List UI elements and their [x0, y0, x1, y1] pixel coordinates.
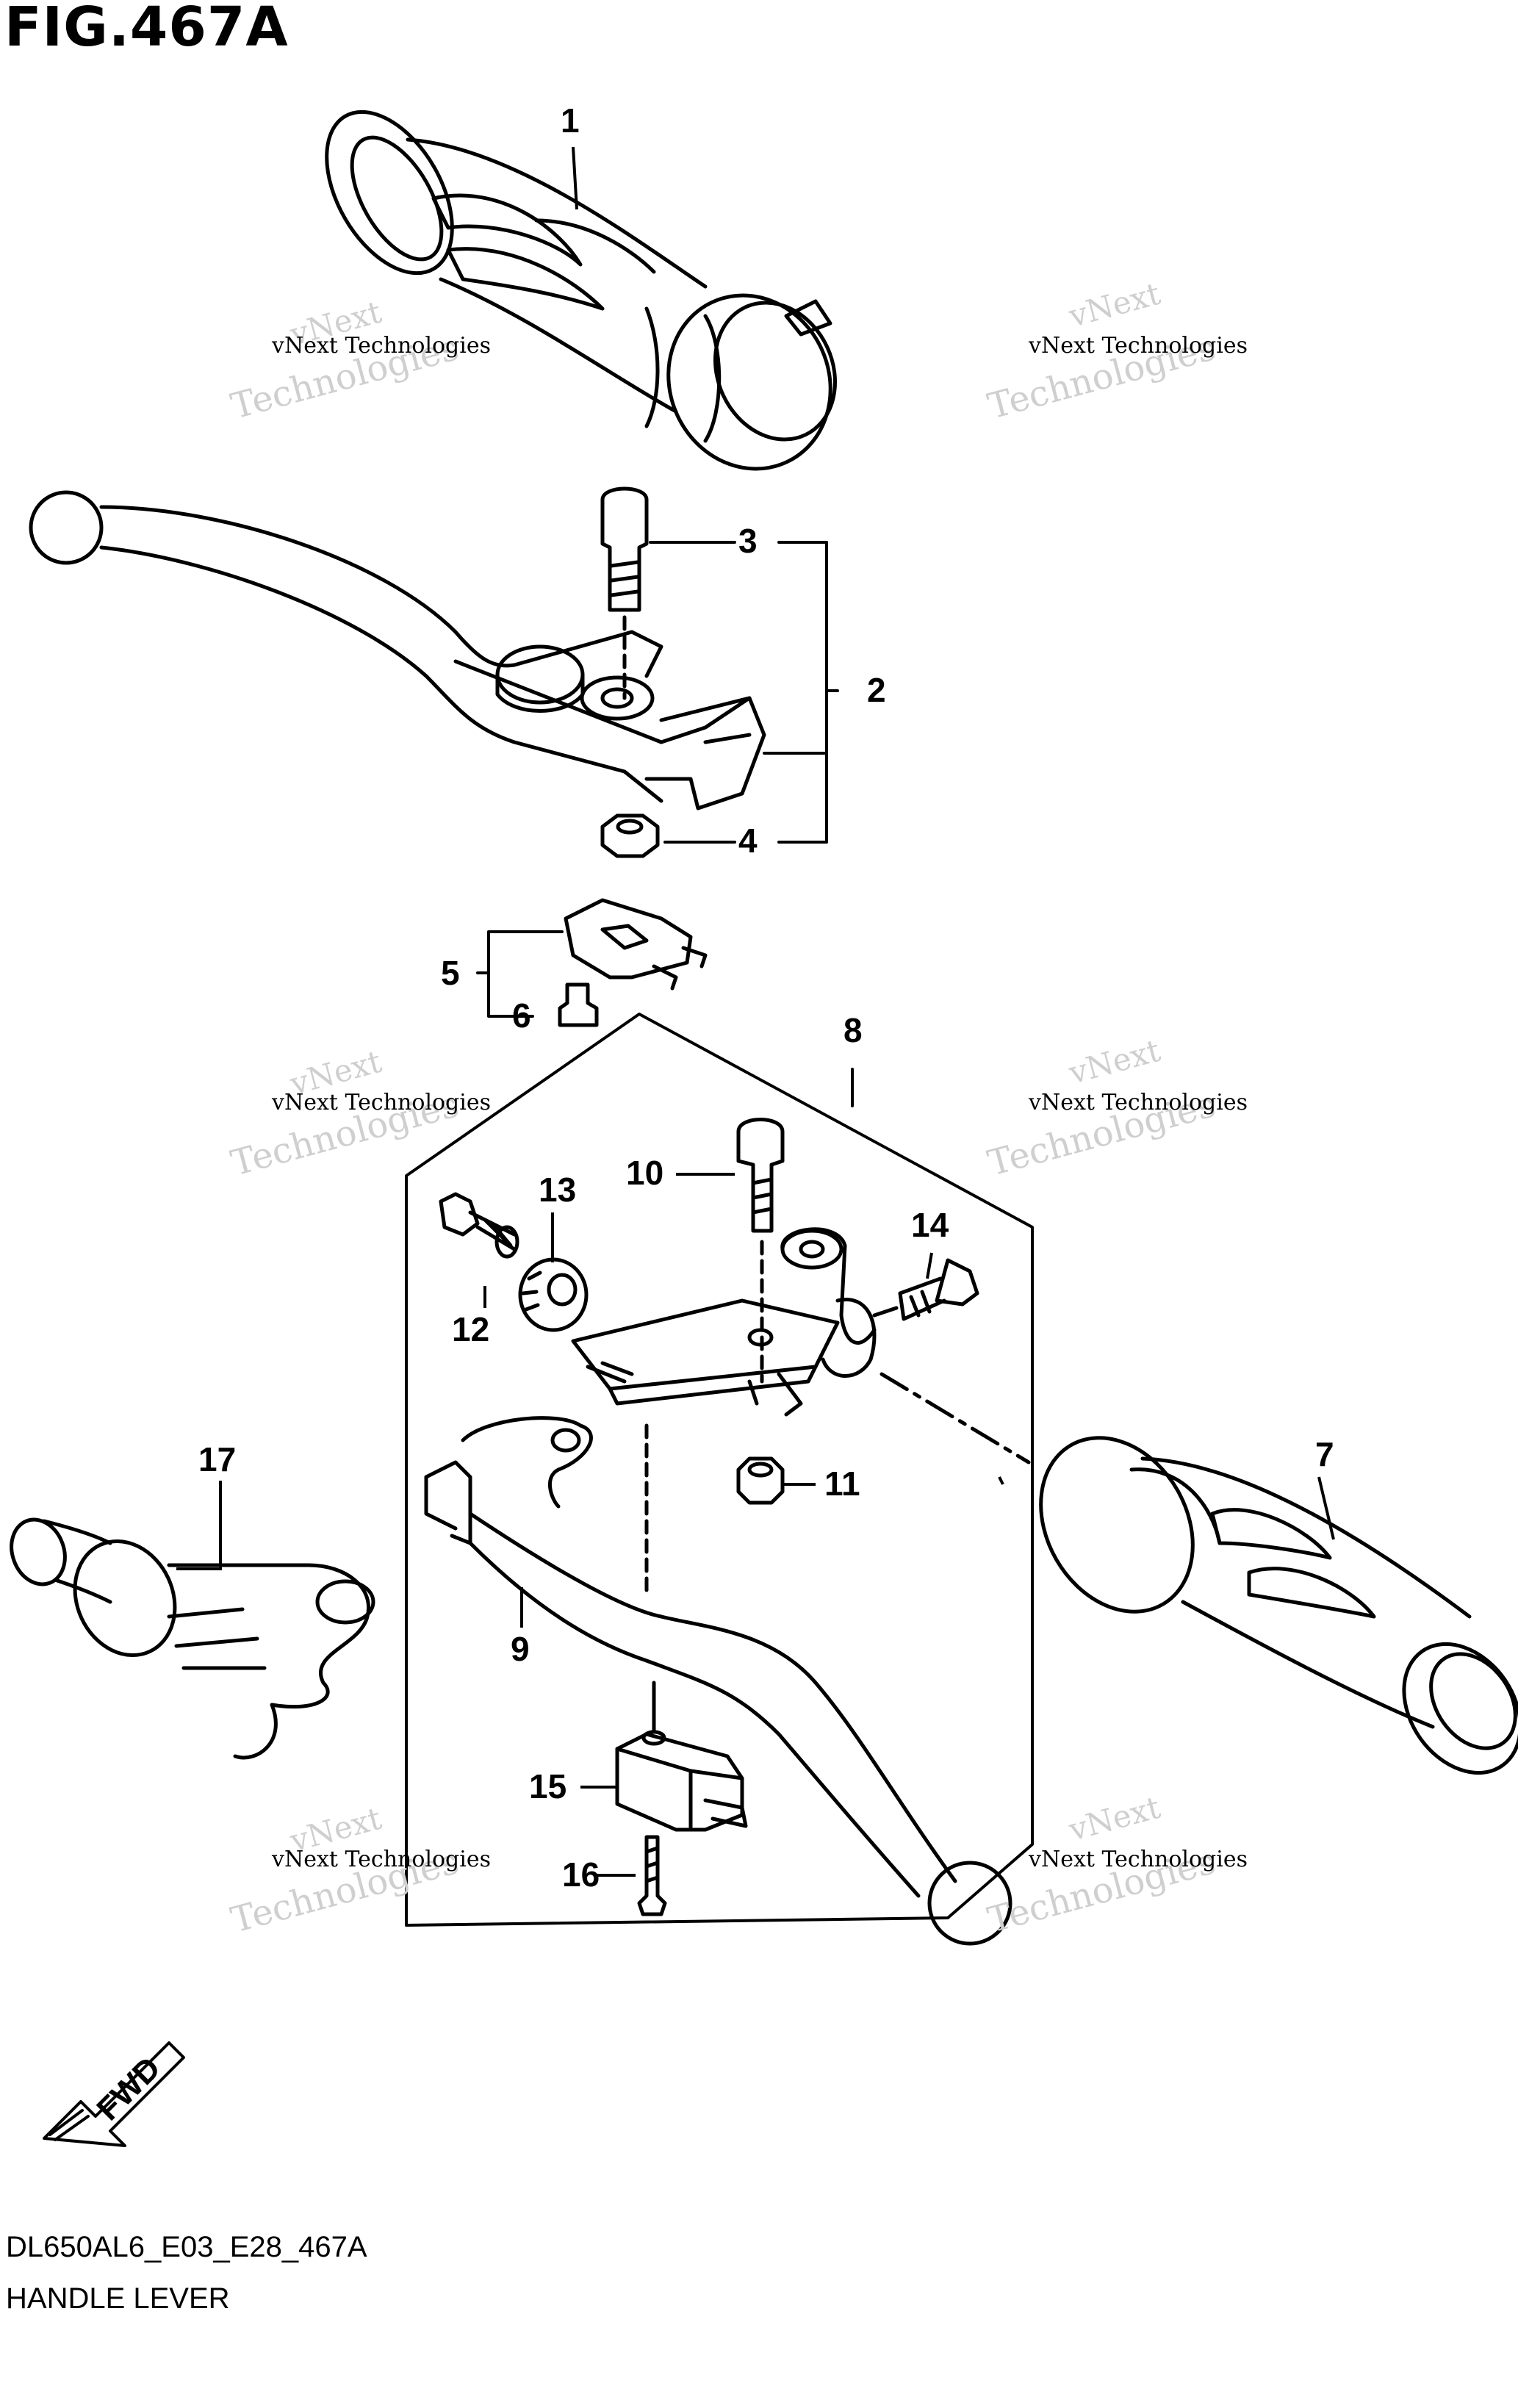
callout-9: 9 [511, 1630, 530, 1668]
clutch-perch [571, 1227, 877, 1417]
bolt-10 [736, 1118, 785, 1384]
watermark-text: vNext Technologies [271, 1847, 491, 1872]
washer-13 [518, 1257, 589, 1332]
watermark-text: vNext Technologies [1028, 1847, 1248, 1872]
watermark-4: vNext Technologies vNext Technologies [984, 1032, 1248, 1185]
fwd-arrow-icon [43, 2041, 185, 2147]
screw-16 [637, 1835, 667, 1916]
brake-lever-assembly [29, 490, 766, 811]
clutch-kit-outline-8 [405, 1013, 1034, 1927]
callout-4: 4 [738, 822, 758, 860]
callout-16: 16 [562, 1855, 600, 1894]
screw-6 [558, 982, 599, 1027]
watermark-6: vNext Technologies vNext Technologies [984, 1789, 1248, 1941]
watermark-text: vNext Technologies [1028, 1090, 1248, 1115]
watermark-5: vNext Technologies vNext Technologies [227, 1800, 491, 1941]
throttle-grip [325, 109, 838, 471]
callout-2: 2 [867, 671, 886, 709]
watermark-text: vNext Technologies [271, 333, 491, 359]
watermark-text: vNext [1065, 1032, 1164, 1091]
watermark-3: vNext Technologies vNext Technologies [227, 1043, 491, 1185]
leader-lines [176, 146, 1335, 1877]
callout-6: 6 [512, 996, 531, 1035]
watermark-2: vNext Technologies vNext Technologies [984, 276, 1248, 428]
clutch-lever-9 [424, 1372, 1031, 1946]
callout-15: 15 [529, 1767, 566, 1805]
fig-title: FIG.467A [4, 0, 289, 59]
callout-8: 8 [843, 1011, 863, 1049]
pivot-bolt-3 [600, 486, 649, 700]
callout-3: 3 [738, 522, 758, 560]
cable-holder-17 [10, 1517, 375, 1760]
callout-labels: 1 3 2 4 5 6 8 10 13 14 12 17 7 11 9 15 1… [198, 101, 1334, 1894]
nut-4 [600, 813, 660, 858]
left-grip-7 [1039, 1436, 1518, 1775]
watermark-text: vNext [1065, 1789, 1164, 1848]
clutch-switch-15 [615, 1681, 748, 1832]
callout-14: 14 [911, 1206, 949, 1244]
bracket-5 [476, 930, 564, 1018]
callout-7: 7 [1315, 1435, 1334, 1473]
bracket-2 [649, 541, 839, 844]
watermark-text: vNext Technologies [1028, 333, 1248, 359]
callout-1: 1 [561, 101, 580, 140]
callout-12: 12 [452, 1310, 489, 1348]
nut-11 [736, 1456, 785, 1505]
watermark-text: vNext Technologies [271, 1090, 491, 1115]
callout-10: 10 [626, 1154, 663, 1192]
bolt-14 [872, 1258, 979, 1321]
figure-name: HANDLE LEVER [6, 2282, 230, 2315]
adjuster-12 [439, 1192, 519, 1259]
watermarks: vNext Technologies vNext Technologies vN… [227, 276, 1248, 1941]
callout-13: 13 [539, 1171, 576, 1209]
watermark-1: vNext Technologies vNext Technologies [227, 294, 491, 428]
callout-17: 17 [198, 1440, 236, 1478]
brake-switch-5 [564, 898, 708, 991]
callout-5: 5 [441, 954, 460, 992]
watermark-text: vNext [1065, 276, 1164, 334]
callout-11: 11 [824, 1464, 860, 1503]
figure-code: DL650AL6_E03_E28_467A [6, 2231, 367, 2263]
